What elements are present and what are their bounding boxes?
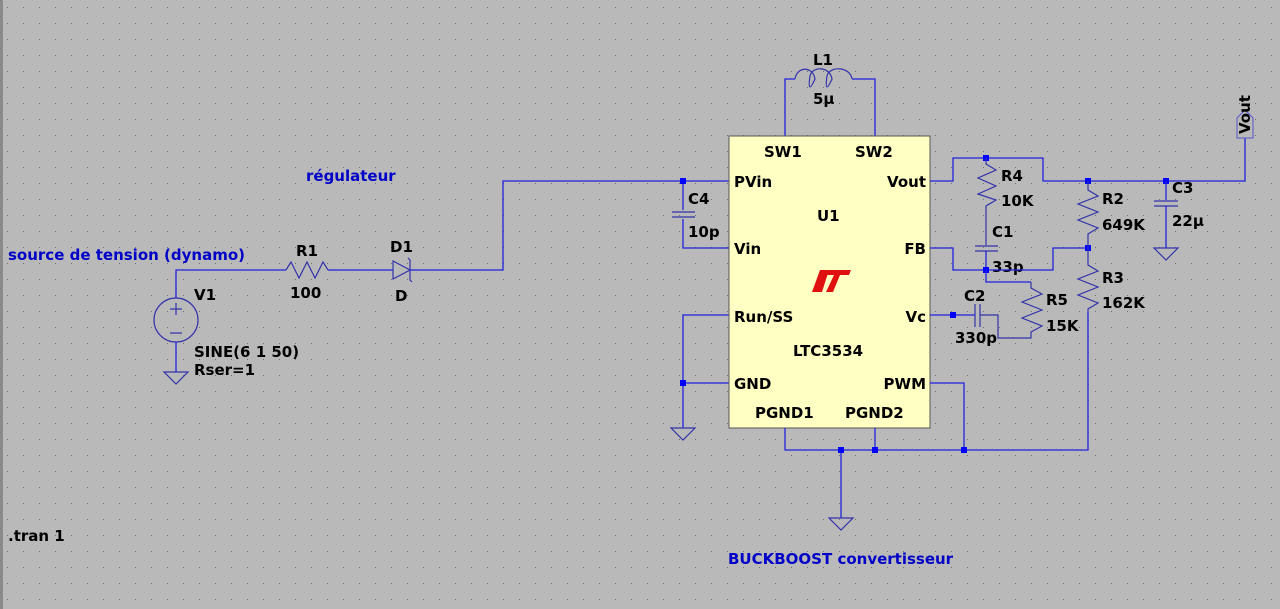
c2-value-label[interactable]: 330p [955, 329, 997, 347]
comment-source[interactable]: source de tension (dynamo) [8, 246, 245, 264]
r5-value-label[interactable]: 15K [1046, 317, 1080, 335]
resistor-r5[interactable] [980, 282, 1044, 339]
junction-dot [838, 447, 844, 453]
wire[interactable] [784, 78, 795, 136]
linear-tech-logo-icon [812, 270, 851, 292]
pin-sw2: SW2 [855, 143, 893, 161]
r4-value-label[interactable]: 10K [1001, 192, 1035, 210]
pin-pgnd2: PGND2 [845, 404, 904, 422]
comment-converter[interactable]: BUCKBOOST convertisseur [728, 550, 954, 568]
net-label-vout-text: Vout [1236, 95, 1254, 134]
junction-dot [872, 447, 878, 453]
r1-value-label[interactable]: 100 [290, 284, 321, 302]
r2-value-label[interactable]: 649K [1102, 216, 1146, 234]
l1-name-label[interactable]: L1 [813, 51, 833, 69]
pin-pwm: PWM [884, 375, 926, 393]
c1-value-label[interactable]: 33p [992, 258, 1024, 276]
wire[interactable] [852, 78, 876, 136]
wire[interactable] [175, 269, 286, 298]
ground-icon[interactable] [669, 427, 697, 441]
grid-background [3, 0, 1280, 609]
r1-name-label[interactable]: R1 [296, 242, 318, 260]
wire[interactable] [930, 382, 965, 450]
junction-dot [961, 447, 967, 453]
pin-vout: Vout [887, 173, 926, 191]
v1-value-label[interactable]: SINE(6 1 50) [194, 343, 299, 361]
pin-fb: FB [904, 240, 926, 258]
c4-value-label[interactable]: 10p [688, 223, 720, 241]
wire[interactable] [784, 312, 1089, 451]
c2-name-label[interactable]: C2 [964, 287, 985, 305]
v1-rser-label[interactable]: Rser=1 [194, 361, 255, 379]
r3-name-label[interactable]: R3 [1102, 269, 1124, 287]
c1-name-label[interactable]: C1 [992, 223, 1013, 241]
wire[interactable] [930, 138, 1246, 182]
pin-pgnd1: PGND1 [755, 404, 814, 422]
l1-value-label[interactable]: 5µ [813, 90, 834, 108]
pin-gnd: GND [734, 375, 771, 393]
wire[interactable] [410, 180, 729, 271]
c4-name-label[interactable]: C4 [688, 190, 709, 208]
ground-icon[interactable] [827, 517, 855, 531]
ground-icon[interactable] [1152, 247, 1180, 261]
pin-pvin: PVin [734, 173, 772, 191]
u1-part-label[interactable]: LTC3534 [793, 342, 863, 360]
v1-name-label[interactable]: V1 [194, 286, 216, 304]
spice-directive[interactable]: .tran 1 [8, 527, 65, 545]
r3-value-label[interactable]: 162K [1102, 294, 1146, 312]
window-left-border [0, 0, 3, 609]
junction-dot [680, 178, 686, 184]
junction-dot [950, 312, 956, 318]
wire[interactable] [682, 314, 729, 428]
junction-dot [680, 380, 686, 386]
resistor-r4[interactable] [976, 158, 998, 245]
pin-vin: Vin [734, 240, 761, 258]
wire[interactable] [985, 270, 1031, 283]
net-label-vout[interactable]: Vout [1236, 95, 1254, 139]
pin-runss: Run/SS [734, 308, 793, 326]
r2-name-label[interactable]: R2 [1102, 190, 1124, 208]
d1-value-label[interactable]: D [395, 287, 407, 305]
comment-regulator[interactable]: régulateur [306, 167, 396, 185]
r4-name-label[interactable]: R4 [1001, 167, 1023, 185]
d1-name-label[interactable]: D1 [390, 238, 413, 256]
pin-vc: Vc [905, 308, 926, 326]
ic-u1-ltc3534[interactable] [728, 135, 931, 429]
u1-name-label[interactable]: U1 [817, 207, 840, 225]
wire[interactable] [682, 219, 729, 249]
inductor-l1[interactable] [794, 68, 853, 88]
resistor-r3[interactable] [1076, 248, 1100, 312]
ground-icon[interactable] [162, 371, 190, 385]
wire[interactable] [930, 247, 1088, 271]
pin-sw1: SW1 [764, 143, 802, 161]
resistor-r2[interactable] [1076, 181, 1100, 248]
diode-triangle [392, 260, 412, 280]
c3-name-label[interactable]: C3 [1172, 179, 1193, 197]
resistor-r1[interactable] [285, 260, 329, 280]
c3-value-label[interactable]: 22µ [1172, 212, 1204, 230]
r5-name-label[interactable]: R5 [1046, 291, 1068, 309]
